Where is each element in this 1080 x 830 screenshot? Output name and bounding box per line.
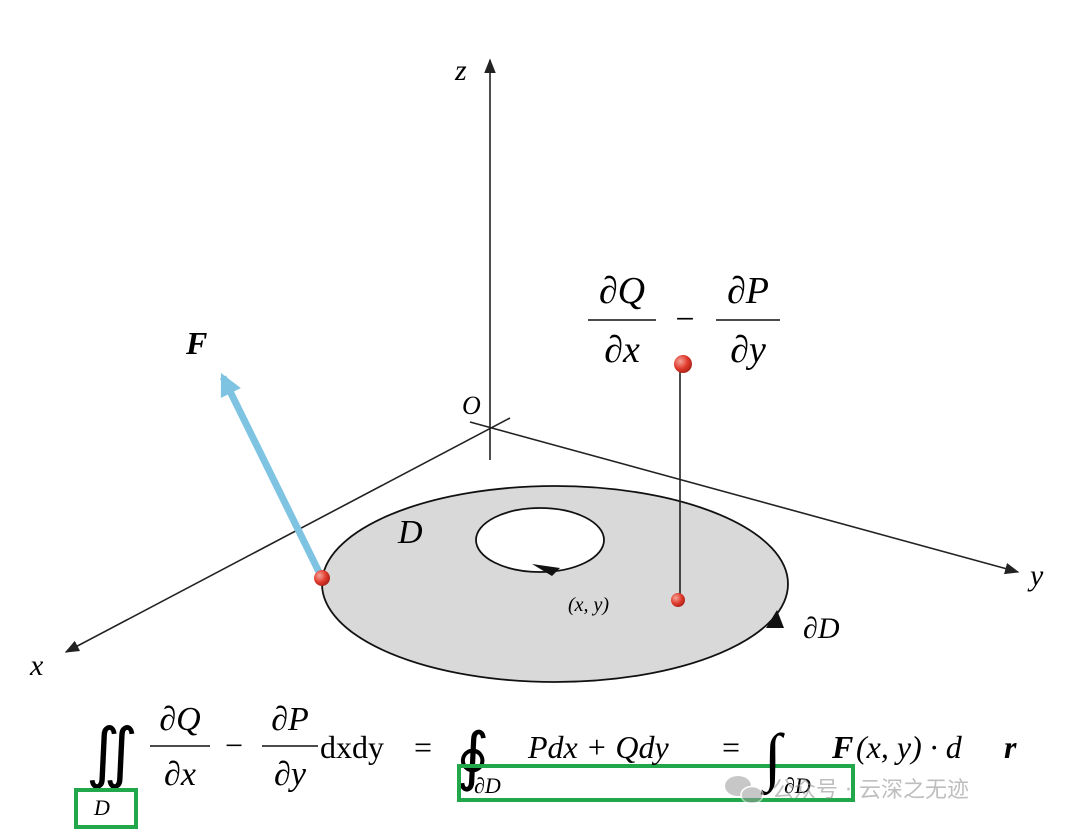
y-axis-label: y [1027, 559, 1044, 592]
highlight-box-boundary [457, 764, 855, 802]
watermark: 公众号 · 云深之无迹 [725, 776, 969, 805]
contour-sub: ∂D [474, 773, 501, 798]
curl-expression: ∂Q ∂x − ∂P ∂y [588, 270, 780, 371]
curl-num1: ∂Q [599, 270, 645, 312]
line-integral-sign: ∫ [760, 721, 785, 796]
y-axis [469, 421, 1020, 575]
equals-2: = [722, 729, 740, 765]
vector-f-label: F [185, 325, 207, 361]
contour-integral-sign: ∮ [456, 721, 489, 792]
double-integral-sub: D [93, 795, 110, 820]
lhs-den1: ∂x [164, 756, 196, 793]
curl-den1: ∂x [604, 329, 640, 371]
vector-f-arrow [219, 372, 323, 574]
curl-num2: ∂P [727, 270, 769, 312]
point-xy [671, 593, 685, 607]
watermark-text: 公众号 · 云深之无迹 [772, 778, 969, 803]
region-label: D [397, 514, 423, 551]
rhs-r: r [1004, 729, 1017, 765]
origin-label: O [462, 391, 481, 420]
double-integral-sign: ∬ [86, 717, 138, 790]
line-integral-sub: ∂D [784, 773, 811, 798]
equals-1: = [414, 729, 432, 765]
lhs-minus: − [225, 727, 243, 763]
highlight-box-d [74, 788, 138, 829]
wechat-icon [725, 776, 764, 805]
vector-f-base-point [314, 570, 330, 586]
outer-orientation-arrow [766, 610, 784, 628]
x-axis [64, 417, 511, 653]
z-axis-label: z [454, 54, 467, 87]
lhs-num1: ∂Q [159, 701, 200, 738]
rhs-args: (x, y) · d [856, 729, 963, 765]
point-xy-label: (x, y) [568, 594, 609, 616]
boundary-label: ∂D [803, 612, 840, 645]
greens-formula: ∬ D ∂Q ∂x − ∂P ∂y dxdy = ∮ ∂D Pdx + Qdy … [74, 701, 1017, 829]
lhs-num2: ∂P [271, 701, 309, 738]
inner-boundary [475, 507, 605, 573]
lhs-tail: dxdy [320, 729, 384, 765]
rhs-f: F [831, 729, 853, 765]
curl-minus: − [675, 301, 694, 338]
lhs-den2: ∂y [274, 756, 307, 793]
curl-point-top [674, 355, 692, 373]
contour-body: Pdx + Qdy [527, 729, 669, 765]
curl-den2: ∂y [730, 329, 766, 371]
inner-orientation-arrow [532, 564, 560, 576]
x-axis-label: x [29, 649, 44, 682]
